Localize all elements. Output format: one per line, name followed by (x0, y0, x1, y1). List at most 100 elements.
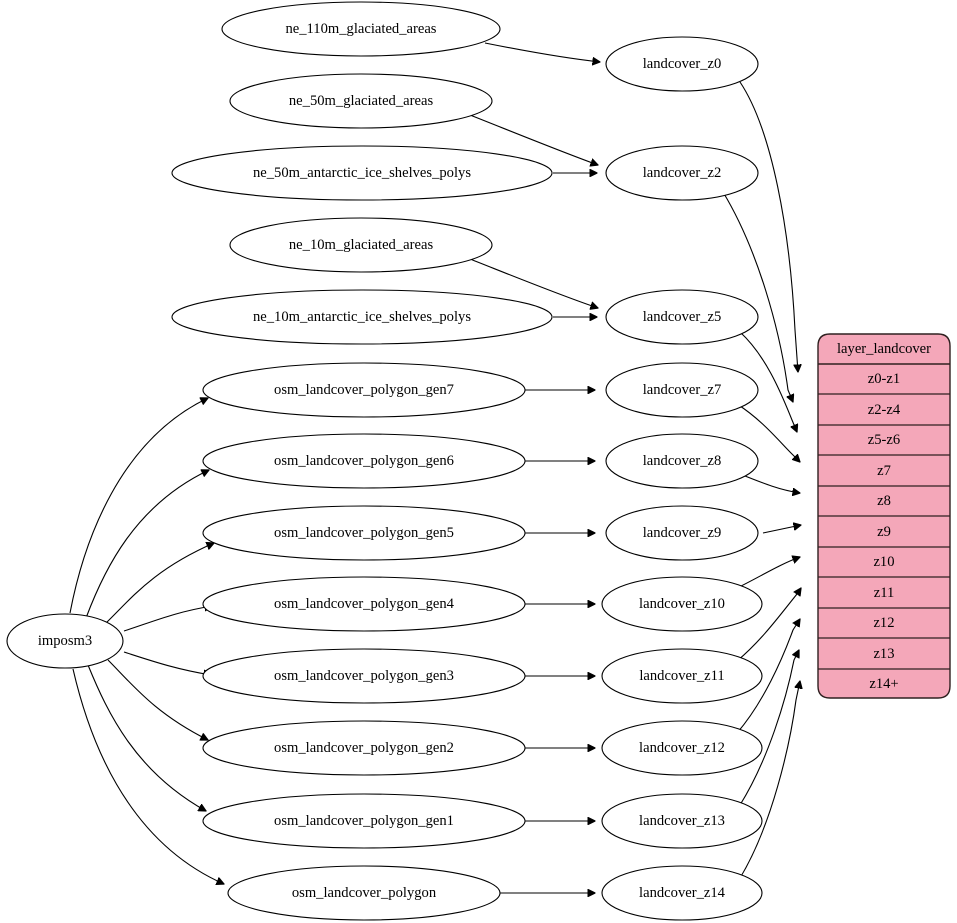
node-label: osm_landcover_polygon_gen1 (274, 813, 454, 829)
table-row-z5z6[interactable]: z5-z6 (818, 432, 950, 456)
node-landcover_z14[interactable]: landcover_z14 (601, 865, 763, 921)
edge-ne50m-glac-to-z2 (469, 114, 598, 165)
node-label: osm_landcover_polygon (292, 885, 437, 901)
node-label: landcover_z11 (639, 668, 724, 684)
table-row-label: z2-z4 (868, 402, 901, 418)
edge-z11-to-row-z11 (736, 588, 801, 662)
node-label: ne_50m_glaciated_areas (289, 93, 434, 109)
node-ne_110m_glaciated_areas[interactable]: ne_110m_glaciated_areas (221, 1, 501, 57)
node-landcover_z11[interactable]: landcover_z11 (601, 648, 763, 704)
node-ne_10m_glaciated_areas[interactable]: ne_10m_glaciated_areas (229, 217, 493, 273)
table-row-label: z14+ (869, 676, 898, 692)
node-ne_50m_glaciated_areas[interactable]: ne_50m_glaciated_areas (229, 73, 493, 129)
table-row-z0z1[interactable]: z0-z1 (818, 371, 950, 395)
node-label: landcover_z10 (639, 596, 725, 612)
node-label: landcover_z5 (643, 309, 722, 325)
edge-z2-to-row-z2z4 (722, 191, 793, 402)
node-label: ne_50m_antarctic_ice_shelves_polys (253, 165, 471, 181)
table-row-label: z9 (877, 524, 891, 540)
edge-imposm3-to-polygon (72, 668, 224, 884)
table-row-z11[interactable]: z11 (818, 585, 950, 609)
node-label: osm_landcover_polygon_gen3 (274, 668, 454, 684)
node-osm_landcover_polygon_gen4[interactable]: osm_landcover_polygon_gen4 (202, 576, 526, 632)
node-label: landcover_z0 (643, 56, 722, 72)
node-osm_landcover_polygon_gen2[interactable]: osm_landcover_polygon_gen2 (202, 720, 526, 776)
node-label: landcover_z7 (643, 382, 722, 398)
node-landcover_z0[interactable]: landcover_z0 (605, 36, 759, 92)
edge-z7-to-row-z7 (736, 403, 800, 462)
node-imposm3[interactable]: imposm3 (6, 613, 124, 669)
table-header-row[interactable]: layer_landcover (818, 341, 950, 365)
node-label: landcover_z14 (639, 885, 726, 901)
table-row-label: z11 (874, 585, 895, 601)
table-row-label: z0-z1 (868, 371, 900, 387)
node-label: osm_landcover_polygon_gen6 (274, 453, 454, 469)
layer-landcover-table[interactable]: layer_landcover z0-z1 z2-z4 z5-z6 z7 z8 … (817, 333, 951, 699)
node-landcover_z8[interactable]: landcover_z8 (605, 433, 759, 489)
node-label: landcover_z12 (639, 740, 725, 756)
table-row-label: z10 (873, 554, 894, 570)
table-row-z2z4[interactable]: z2-z4 (818, 402, 950, 426)
edge-z12-to-row-z12 (736, 619, 800, 734)
node-osm_landcover_polygon_gen3[interactable]: osm_landcover_polygon_gen3 (202, 648, 526, 704)
table-row-z9[interactable]: z9 (818, 524, 950, 548)
table-row-label: z5-z6 (868, 432, 900, 448)
node-landcover_z5[interactable]: landcover_z5 (605, 289, 759, 345)
edge-imposm3-to-gen3 (123, 651, 211, 675)
edge-z14-to-row-z14 (739, 681, 800, 879)
node-osm_landcover_polygon_gen7[interactable]: osm_landcover_polygon_gen7 (202, 362, 526, 418)
edge-z5-to-row-z5z6 (739, 331, 797, 432)
edge-imposm3-to-gen1 (87, 664, 206, 811)
node-label: imposm3 (38, 633, 92, 649)
edge-group-layers (722, 81, 801, 879)
node-osm_landcover_polygon_gen1[interactable]: osm_landcover_polygon_gen1 (202, 793, 526, 849)
edge-imposm3-to-gen2 (107, 659, 208, 740)
node-label: landcover_z9 (643, 525, 722, 541)
edge-group-inputs (469, 42, 600, 893)
edge-z8-to-row-z8 (739, 473, 800, 493)
edge-group-imposm3 (69, 398, 224, 884)
table-row-z10[interactable]: z10 (818, 554, 950, 578)
edge-z9-to-row-z9 (762, 525, 801, 534)
edge-z10-to-row-z10 (734, 557, 800, 590)
node-landcover_z13[interactable]: landcover_z13 (601, 793, 763, 849)
edge-imposm3-to-gen6 (85, 470, 209, 619)
edge-z0-to-row-z0z1 (739, 81, 798, 372)
node-landcover_z7[interactable]: landcover_z7 (605, 362, 759, 418)
table-row-z8[interactable]: z8 (818, 493, 950, 517)
node-label: osm_landcover_polygon_gen7 (274, 382, 454, 398)
edge-z13-to-row-z13 (739, 650, 799, 806)
table-row-z13[interactable]: z13 (818, 646, 950, 670)
table-row-label: z12 (873, 615, 894, 631)
node-osm_landcover_polygon_gen6[interactable]: osm_landcover_polygon_gen6 (202, 433, 526, 489)
node-ne_10m_antarctic_ice_shelves_polys[interactable]: ne_10m_antarctic_ice_shelves_polys (171, 289, 553, 345)
edge-ne110m-to-z0 (484, 42, 600, 62)
node-label: osm_landcover_polygon_gen4 (274, 596, 455, 612)
table-row-z12[interactable]: z12 (818, 615, 950, 639)
node-landcover_z12[interactable]: landcover_z12 (601, 720, 763, 776)
node-landcover_z2[interactable]: landcover_z2 (605, 145, 759, 201)
edge-ne10m-glac-to-z5 (469, 258, 598, 308)
node-ne_50m_antarctic_ice_shelves_polys[interactable]: ne_50m_antarctic_ice_shelves_polys (171, 145, 553, 201)
table-row-label: z13 (873, 646, 894, 662)
table-header-label: layer_landcover (837, 341, 931, 357)
node-label: landcover_z13 (639, 813, 725, 829)
node-osm_landcover_polygon_gen5[interactable]: osm_landcover_polygon_gen5 (202, 505, 526, 561)
node-label: ne_10m_glaciated_areas (289, 237, 434, 253)
edge-imposm3-to-gen4 (123, 606, 212, 632)
edge-imposm3-to-gen5 (105, 543, 214, 624)
node-landcover_z10[interactable]: landcover_z10 (601, 576, 763, 632)
table-row-z14plus[interactable]: z14+ (869, 676, 898, 692)
table-row-z7[interactable]: z7 (818, 463, 950, 487)
node-label: osm_landcover_polygon_gen2 (274, 740, 454, 756)
table-row-label: z8 (877, 493, 891, 509)
node-landcover_z9[interactable]: landcover_z9 (605, 505, 759, 561)
table-row-label: z7 (877, 463, 891, 479)
node-osm_landcover_polygon[interactable]: osm_landcover_polygon (227, 865, 501, 921)
node-label: ne_110m_glaciated_areas (285, 21, 436, 37)
edge-imposm3-to-gen7 (69, 398, 208, 614)
node-label: ne_10m_antarctic_ice_shelves_polys (253, 309, 471, 325)
node-label: landcover_z2 (643, 165, 722, 181)
